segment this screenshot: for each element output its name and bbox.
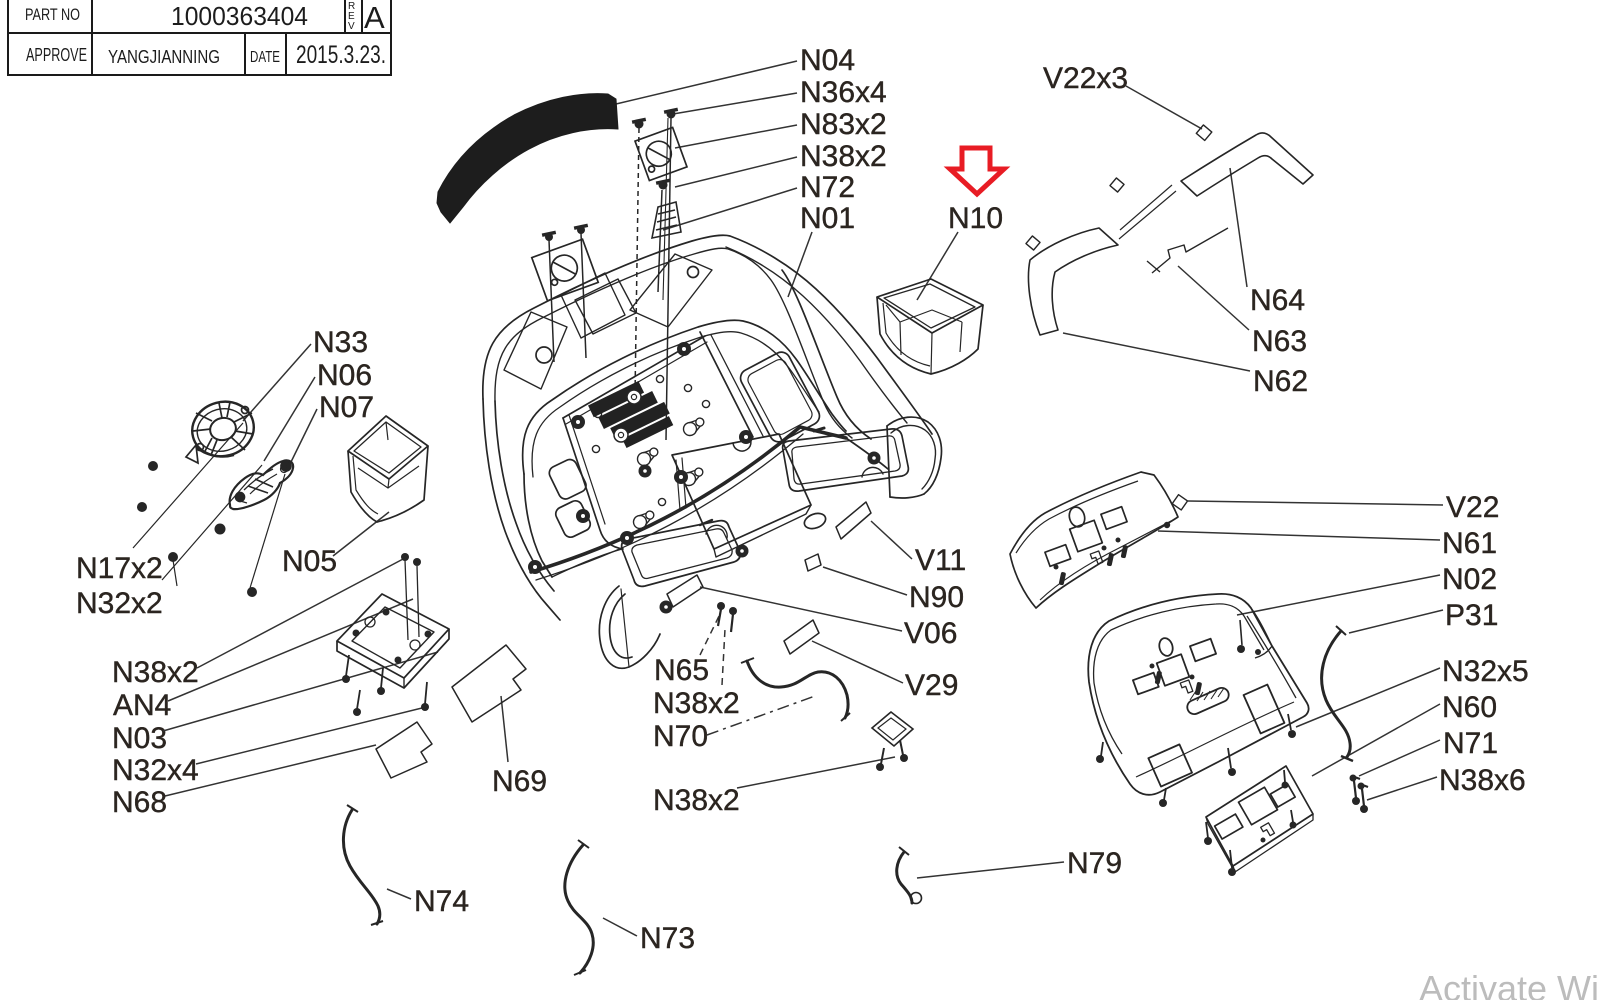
svg-text:N69: N69 <box>492 765 547 798</box>
svg-text:N73: N73 <box>640 922 695 955</box>
svg-text:N36x4: N36x4 <box>800 76 887 109</box>
svg-text:YANGJIANNING: YANGJIANNING <box>108 47 220 67</box>
svg-text:N71: N71 <box>1443 727 1498 760</box>
svg-text:V11: V11 <box>915 544 966 577</box>
svg-text:N32x4: N32x4 <box>112 754 199 787</box>
svg-text:N07: N07 <box>319 391 374 424</box>
svg-text:N38x2: N38x2 <box>653 784 740 817</box>
svg-text:N70: N70 <box>653 720 708 753</box>
svg-text:N90: N90 <box>909 581 964 614</box>
svg-text:Activate Windo: Activate Windo <box>1419 968 1600 1000</box>
svg-text:N64: N64 <box>1250 284 1305 317</box>
svg-text:PART NO: PART NO <box>25 5 80 24</box>
svg-text:N38x2: N38x2 <box>800 140 887 173</box>
svg-text:N74: N74 <box>414 885 469 918</box>
svg-text:N83x2: N83x2 <box>800 108 887 141</box>
svg-text:N33: N33 <box>313 326 368 359</box>
svg-text:R: R <box>348 1 355 12</box>
svg-text:N03: N03 <box>112 722 167 755</box>
svg-text:N72: N72 <box>800 171 855 204</box>
svg-text:N65: N65 <box>654 654 709 687</box>
svg-text:N60: N60 <box>1442 691 1497 724</box>
svg-text:N38x2: N38x2 <box>653 687 740 720</box>
svg-text:N38x6: N38x6 <box>1439 764 1526 797</box>
svg-text:N17x2: N17x2 <box>76 552 163 585</box>
svg-text:N79: N79 <box>1067 847 1122 880</box>
svg-text:E: E <box>348 11 355 22</box>
svg-text:2015.3.23.: 2015.3.23. <box>296 41 386 69</box>
svg-text:N68: N68 <box>112 786 167 819</box>
svg-text:A: A <box>364 0 385 35</box>
svg-text:N61: N61 <box>1442 527 1497 560</box>
svg-text:N01: N01 <box>800 202 855 235</box>
svg-text:N04: N04 <box>800 44 855 77</box>
svg-text:P31: P31 <box>1445 599 1498 632</box>
svg-text:N02: N02 <box>1442 563 1497 596</box>
svg-text:1000363404: 1000363404 <box>171 1 308 31</box>
svg-text:DATE: DATE <box>250 49 280 66</box>
svg-text:V22x3: V22x3 <box>1043 62 1128 95</box>
svg-text:N06: N06 <box>317 359 372 392</box>
svg-text:V06: V06 <box>904 617 957 650</box>
svg-text:N38x2: N38x2 <box>112 656 199 689</box>
svg-text:N32x5: N32x5 <box>1442 655 1529 688</box>
svg-text:N05: N05 <box>282 545 337 578</box>
svg-text:V29: V29 <box>905 669 958 702</box>
svg-text:V: V <box>348 21 355 32</box>
svg-text:N63: N63 <box>1252 325 1307 358</box>
svg-text:AN4: AN4 <box>113 689 171 722</box>
svg-text:N10: N10 <box>948 202 1003 235</box>
svg-text:N32x2: N32x2 <box>76 587 163 620</box>
svg-text:N62: N62 <box>1253 365 1308 398</box>
svg-text:APPROVE: APPROVE <box>26 45 87 65</box>
svg-text:V22: V22 <box>1446 491 1499 524</box>
